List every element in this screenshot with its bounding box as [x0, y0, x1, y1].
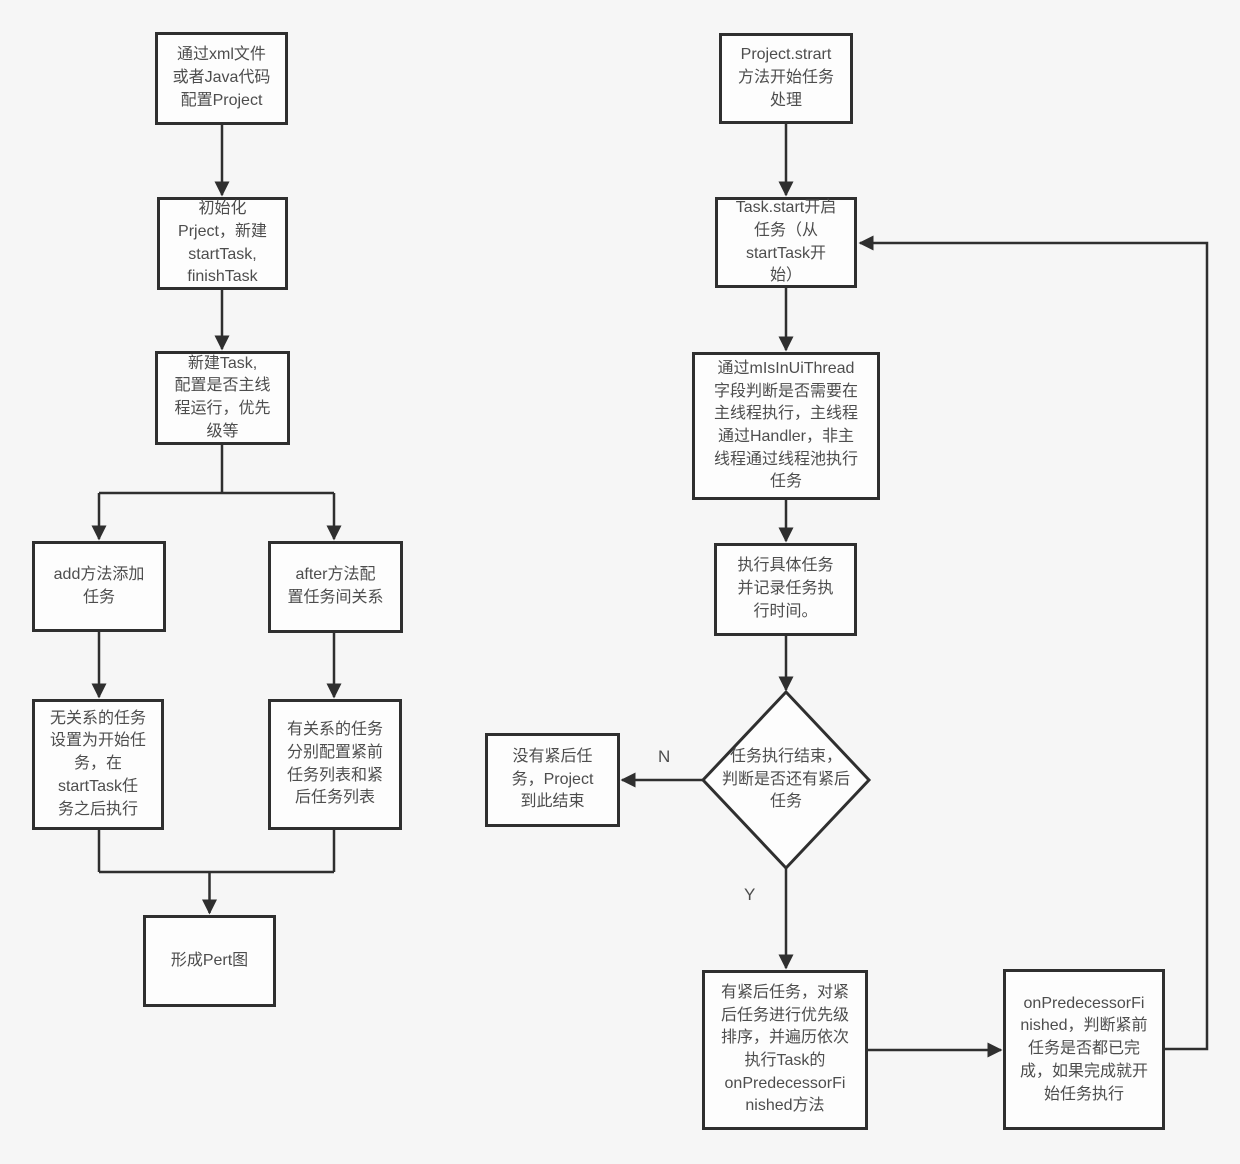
node-has-successor-sort: 有紧后任务，对紧 后任务进行优先级 排序，并遍历依次 执行Task的 onPre… — [702, 970, 868, 1130]
decision-diamond-shape — [700, 689, 872, 871]
node-no-successor-end: 没有紧后任 务，Project 到此结束 — [485, 733, 620, 827]
node-init-project: 初始化 Prject，新建 startTask, finishTask — [157, 197, 288, 290]
node-decision-has-successor: 任务执行结束， 判断是否还有紧后 任务 — [721, 747, 850, 811]
node-on-predecessor-finished: onPredecessorFi nished，判断紧前 任务是否都已完 成，如果… — [1003, 969, 1165, 1130]
node-project-start: Project.strart 方法开始任务 处理 — [719, 33, 853, 124]
node-ui-thread-check: 通过mIsInUiThread 字段判断是否需要在 主线程执行，主线程 通过Ha… — [692, 352, 880, 500]
node-configure-project: 通过xml文件 或者Java代码 配置Project — [155, 32, 288, 125]
node-create-task: 新建Task, 配置是否主线 程运行，优先 级等 — [155, 351, 290, 445]
edge-onpredecessor-loop-to-taskstart — [858, 235, 1209, 1051]
node-after-method: after方法配 置任务间关系 — [268, 541, 403, 633]
edge-label-yes: Y — [744, 885, 756, 904]
node-execute-task: 执行具体任务 并记录任务执 行时间。 — [714, 543, 857, 636]
node-task-start: Task.start开启 任务（从 startTask开 始） — [715, 197, 857, 288]
node-add-method: add方法添加 任务 — [32, 541, 166, 632]
edge-label-no: N — [658, 747, 671, 766]
node-has-relation-tasks: 有关系的任务 分别配置紧前 任务列表和紧 后任务列表 — [268, 699, 402, 830]
node-no-relation-tasks: 无关系的任务 设置为开始任 务，在 startTask任 务之后执行 — [32, 699, 164, 830]
node-pert-graph: 形成Pert图 — [143, 915, 276, 1007]
